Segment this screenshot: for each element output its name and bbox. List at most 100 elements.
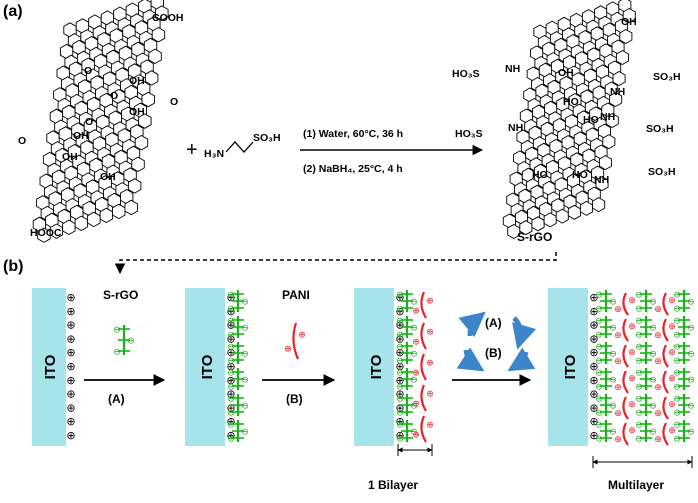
srgo-nh-4: NH: [600, 111, 615, 123]
free-srgo-sheet: ⊖⊖⊖: [113, 325, 135, 358]
negative-charge-icon: ⊖: [649, 376, 657, 386]
condition-step-1: (1) Water, 60°C, 36 h: [303, 128, 403, 140]
pani-chain: [662, 344, 669, 368]
taurine-molecule: H₃N SO₃H: [204, 132, 281, 160]
lattice-ring: [99, 207, 113, 224]
negative-charge-icon: ⊖: [649, 298, 657, 308]
lattice-ring: [138, 113, 152, 129]
positive-charge-icon: ⊕: [589, 319, 598, 332]
lattice-ring: [144, 70, 159, 86]
negative-charge-icon: ⊖: [635, 317, 643, 327]
negative-charge-icon: ⊖: [673, 357, 681, 367]
dashed-connector-arrow: [114, 252, 557, 275]
lattice-ring: [598, 155, 612, 171]
positive-charge-icon: ⊕: [654, 383, 662, 393]
pani-chain: [420, 353, 427, 381]
go-oh-5: OH: [62, 151, 78, 163]
positive-charge-icon: ⊕: [589, 346, 598, 359]
positive-charge-icon: ⊕: [628, 374, 636, 384]
lattice-ring: [592, 197, 606, 213]
lattice-ring: [612, 70, 626, 87]
pani-chain: [420, 322, 427, 350]
positive-charge-icon: ⊕: [412, 431, 420, 441]
positive-charge-icon: ⊕: [589, 332, 598, 345]
negative-charge-icon: ⊖: [609, 298, 617, 308]
srgo-layer-2: ⊖⊖⊖⊖⊖⊖⊖⊖⊖⊖⊖⊖⊖⊖⊖⊖⊖⊖: [227, 290, 249, 445]
negative-charge-icon: ⊖: [410, 298, 418, 308]
negative-charge-icon: ⊖: [649, 350, 657, 360]
ito-slab-3: [354, 288, 394, 446]
positive-charge-icon: ⊕: [654, 357, 662, 367]
lattice-ring: [141, 91, 155, 108]
plus-sign: +: [186, 139, 198, 161]
positive-charge-icon: ⊕: [395, 401, 404, 414]
pani-chain: [622, 422, 629, 446]
srgo-ho-1: HO: [563, 96, 579, 108]
srgo-oh-top: OH: [621, 16, 637, 28]
condition-step-2: (2) NaBH₄, 25°C, 4 h: [303, 163, 403, 175]
positive-charge-icon: ⊕: [614, 331, 622, 341]
positive-charge-icon: ⊕: [412, 369, 420, 379]
negative-charge-icon: ⊖: [227, 383, 235, 393]
negative-charge-icon: ⊖: [396, 331, 404, 341]
positive-charge-icon: ⊕: [226, 360, 235, 373]
positive-charge-icon: ⊕: [395, 332, 404, 345]
negative-charge-icon: ⊖: [595, 383, 603, 393]
positive-charge-icon: ⊕: [654, 331, 662, 341]
srgo-so3h-2: SO₃H: [646, 123, 674, 135]
ito-slab-4: [548, 288, 588, 446]
negative-charge-icon: ⊖: [410, 376, 418, 386]
negative-charge-icon: ⊖: [227, 409, 235, 419]
lattice-ring: [543, 212, 557, 228]
positive-charges-4: ⊕⊕⊕⊕⊕⊕⊕⊕⊕⊕⊕: [589, 291, 598, 442]
lattice-ring: [127, 178, 142, 194]
srgo-nh-1: NH: [505, 63, 520, 75]
lattice-ring: [131, 156, 145, 173]
lattice-ring: [531, 216, 545, 232]
go-o-1: O: [84, 65, 92, 77]
step-a-label: (A): [108, 392, 125, 406]
taurine-nh3: H₃N: [204, 148, 224, 160]
negative-charge-icon: ⊖: [673, 435, 681, 445]
positive-charge-icon: ⊕: [426, 389, 434, 399]
positive-charge-icon: ⊕: [395, 374, 404, 387]
positive-charge-icon: ⊕: [628, 426, 636, 436]
positive-charge-icon: ⊕: [66, 332, 75, 345]
positive-charge-icon: ⊕: [628, 296, 636, 306]
lattice-ring: [148, 48, 162, 65]
pani-chain: [622, 318, 629, 342]
negative-charge-icon: ⊖: [635, 409, 643, 419]
negative-charge-icon: ⊖: [127, 337, 135, 347]
taurine-chain: [225, 141, 254, 153]
positive-charge-icon: ⊕: [298, 330, 306, 340]
negative-charge-icon: ⊖: [410, 350, 418, 360]
go-cooh-top: COOH: [152, 12, 184, 24]
negative-charge-icon: ⊖: [673, 395, 681, 405]
positive-charge-icon: ⊕: [66, 360, 75, 373]
srgo-product-sheet: OH HO₃S NH OH NH SO₃H HO HO HO₃S NH NH S…: [452, 0, 681, 240]
negative-charge-icon: ⊖: [595, 409, 603, 419]
negative-charge-icon: ⊖: [396, 409, 404, 419]
lattice-ring: [124, 199, 138, 216]
go-o-4: O: [18, 135, 26, 147]
negative-charge-icon: ⊖: [227, 331, 235, 341]
srgo-pani-multilayer: ⊖⊖⊖⊖⊖⊖⊖⊖⊖⊖⊖⊖⊖⊖⊖⊖⊖⊖⊕⊕⊕⊕⊕⊕⊕⊕⊕⊕⊕⊕⊖⊖⊖⊖⊖⊖⊖⊖⊖⊖…: [595, 290, 695, 446]
negative-charge-icon: ⊖: [635, 383, 643, 393]
positive-charge-icon: ⊕: [668, 426, 676, 436]
cycle-step-b-label: (B): [485, 346, 502, 360]
negative-charge-icon: ⊖: [687, 350, 695, 360]
positive-charge-icon: ⊕: [426, 327, 434, 337]
positive-charge-icon: ⊕: [589, 401, 598, 414]
lattice-ring: [622, 7, 636, 24]
pani-layer-3: ⊕⊕⊕⊕⊕⊕⊕⊕⊕⊕: [412, 291, 434, 443]
positive-charge-icon: ⊕: [395, 415, 404, 428]
positive-charge-icon: ⊕: [654, 409, 662, 419]
positive-charge-icon: ⊕: [284, 345, 292, 355]
positive-charge-icon: ⊕: [412, 400, 420, 410]
negative-charge-icon: ⊖: [635, 369, 643, 379]
negative-charge-icon: ⊖: [687, 376, 695, 386]
positive-charge-icon: ⊕: [668, 322, 676, 332]
panel-a-label: (a): [3, 3, 23, 20]
positive-charge-icon: ⊕: [395, 429, 404, 442]
negative-charge-icon: ⊖: [227, 343, 235, 353]
